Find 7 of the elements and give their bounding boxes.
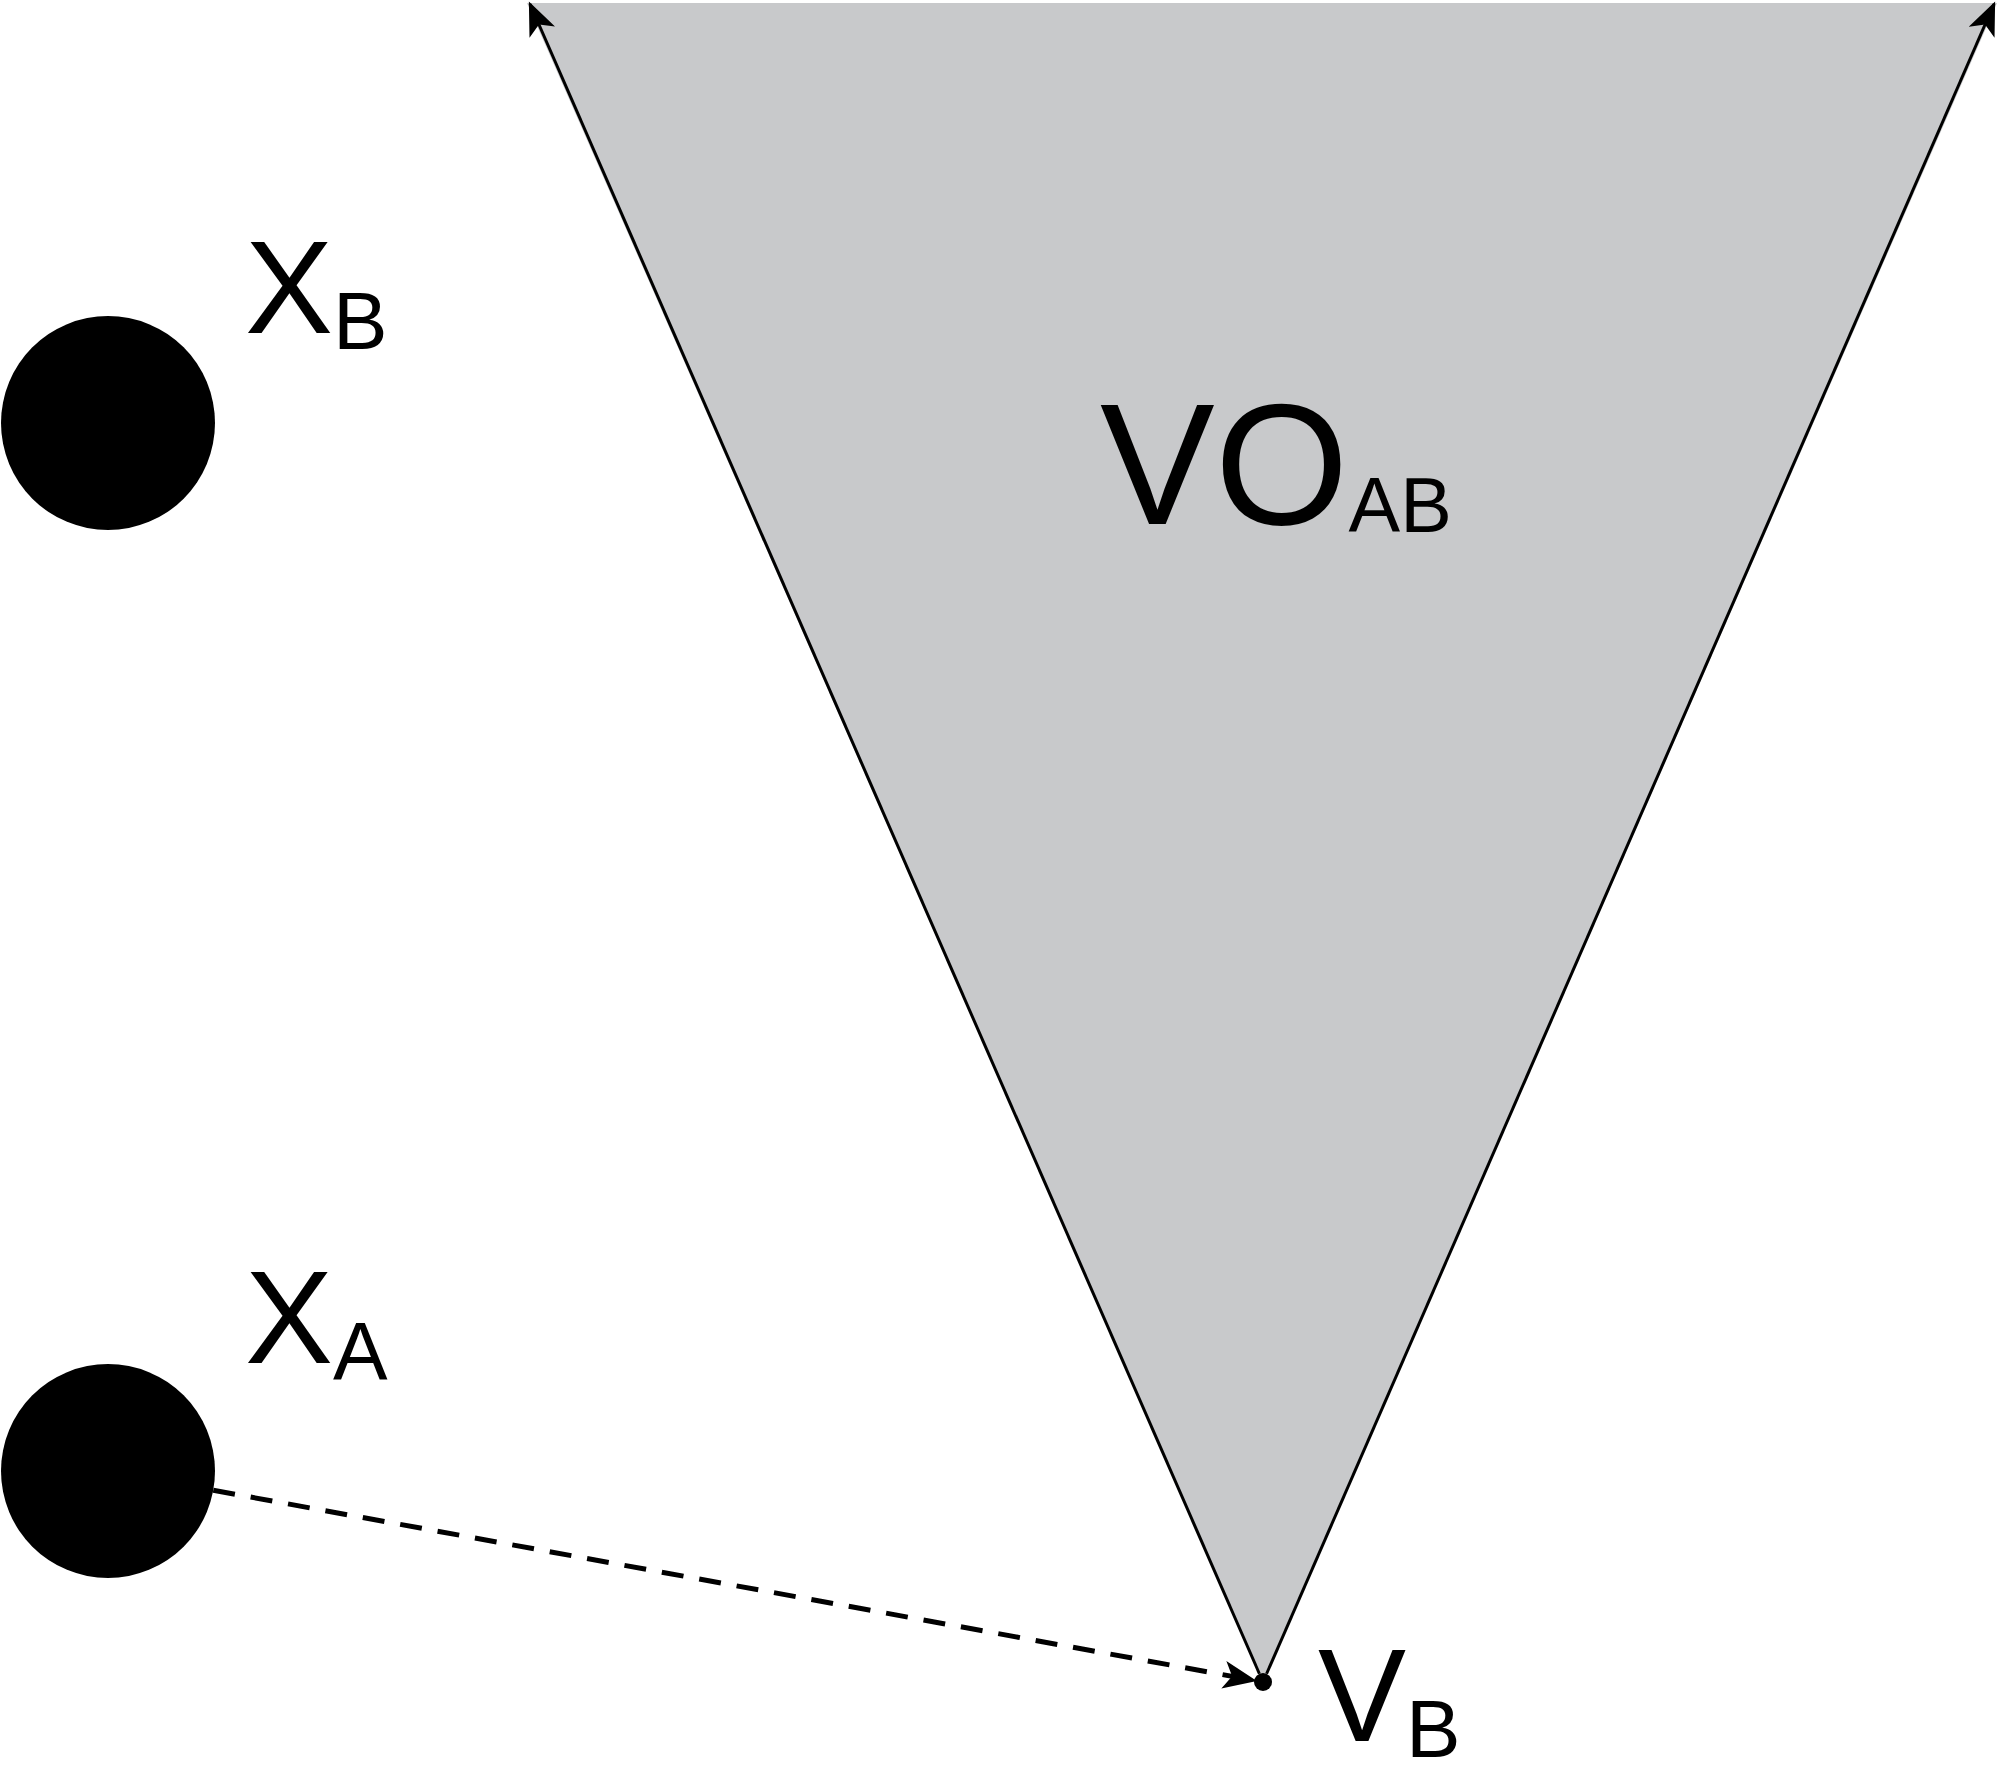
arrow [528,1,1261,1675]
variable-label: X$_{A}$ [245,1252,388,1384]
variable-label: V$_{B}$ [1318,1630,1461,1762]
arrow [1265,1,1996,1675]
dashed-arrow [212,1487,1257,1689]
variable-label: X$_{B}$ [245,222,388,354]
velocity-point [1254,1673,1272,1691]
